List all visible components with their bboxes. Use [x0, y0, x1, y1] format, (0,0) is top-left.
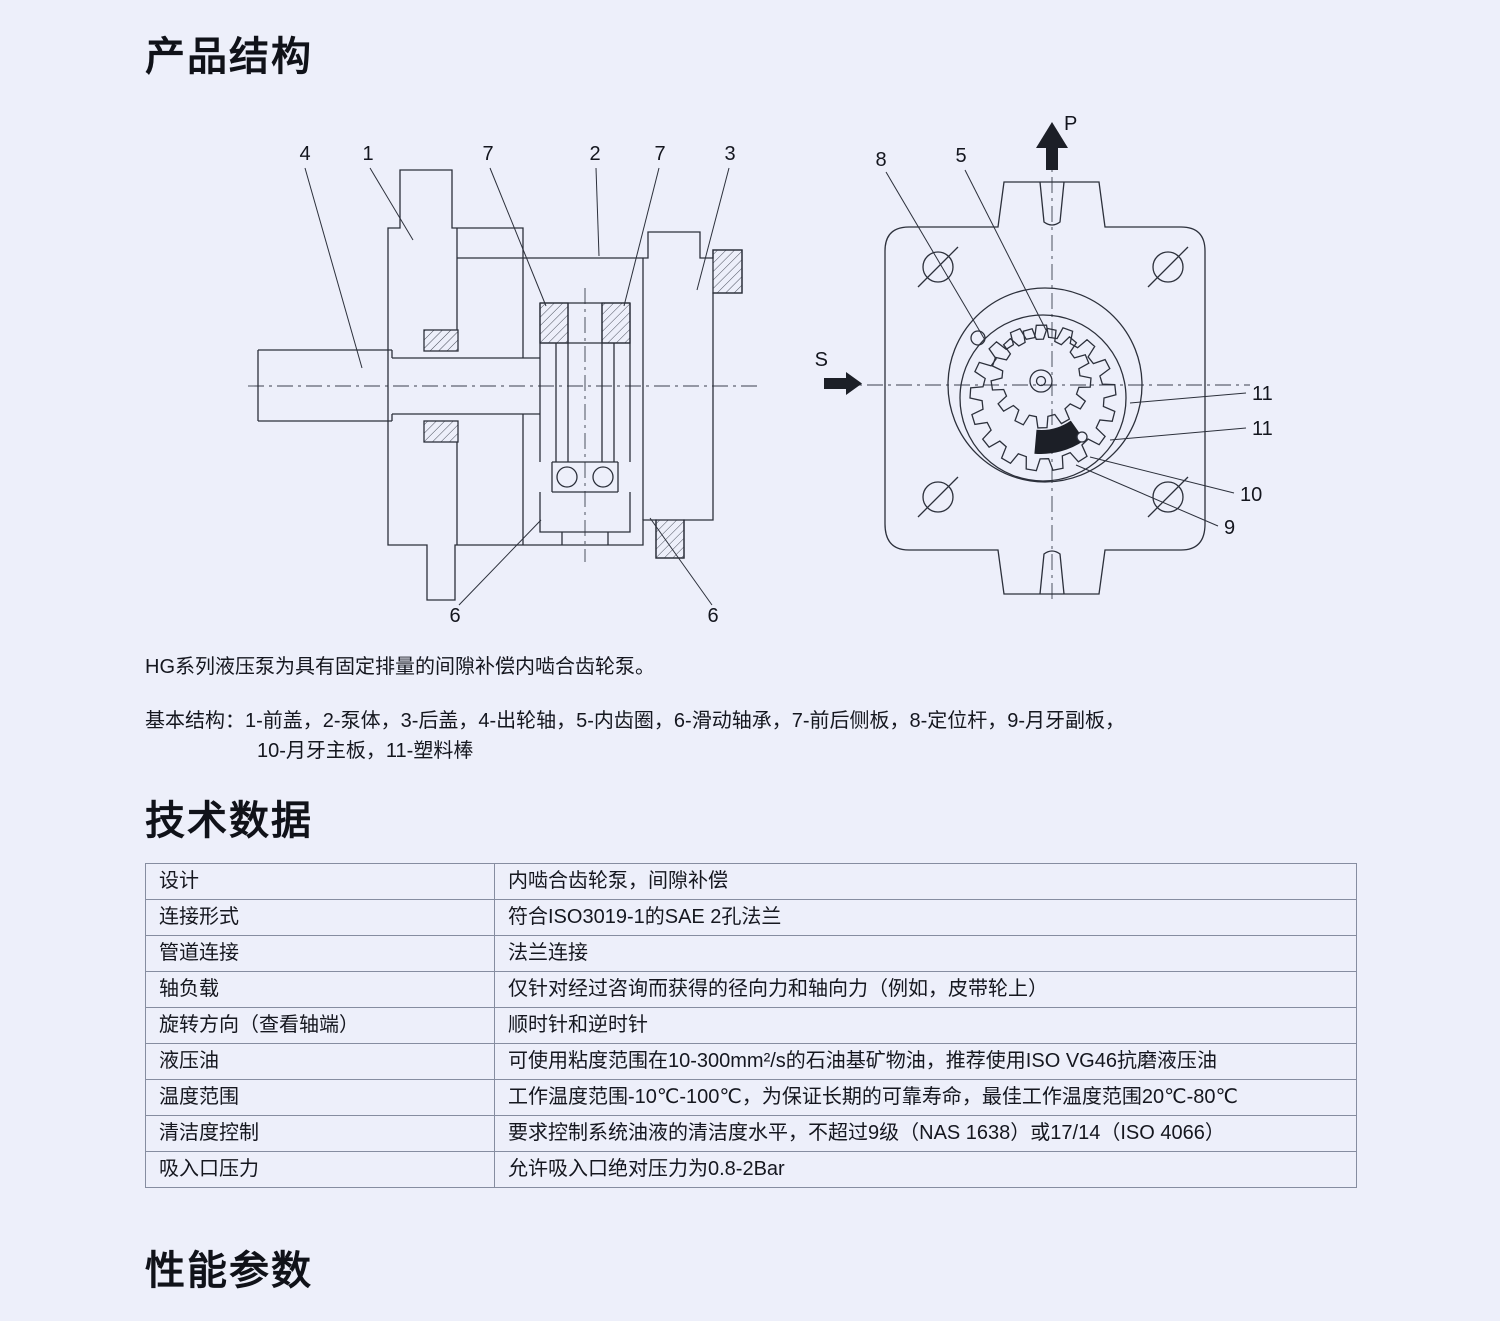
section-view-diagram: 4 1 7 2 7 3 6 6 [248, 143, 758, 627]
table-row: 管道连接 法兰连接 [145, 935, 1357, 972]
port-s-arrow [824, 372, 862, 395]
table-row: 设计 内啮合齿轮泵，间隙补偿 [145, 863, 1357, 900]
table-row: 轴负载 仅针对经过咨询而获得的径向力和轴向力（例如，皮带轮上） [145, 971, 1357, 1008]
callout-10: 10 [1240, 484, 1262, 506]
shaft-hub-inner [1035, 375, 1047, 387]
table-row: 清洁度控制 要求控制系统油液的清洁度水平，不超过9级（NAS 1638）或17/… [145, 1115, 1357, 1152]
callout-11-upper: 11 [1252, 383, 1273, 405]
callout-5: 5 [955, 145, 966, 167]
tech-data-table: 设计 内啮合齿轮泵，间隙补偿 连接形式 符合ISO3019-1的SAE 2孔法兰… [145, 863, 1357, 1188]
internal-ring-gear [969, 324, 1117, 472]
pump-body-outline [884, 181, 1206, 595]
table-row-value: 顺时针和逆时针 [494, 1007, 1357, 1044]
housing-outline [387, 169, 743, 601]
port-s-label: S [815, 349, 828, 371]
callout-1: 1 [362, 143, 373, 165]
table-row-label: 轴负载 [145, 971, 495, 1008]
table-row-value: 内啮合齿轮泵，间隙补偿 [494, 863, 1357, 900]
shaft-seal-top [423, 329, 459, 352]
shaft-hub-outer [1029, 369, 1053, 393]
front-view-leaders [885, 169, 1247, 527]
table-row: 吸入口压力 允许吸入口绝对压力为0.8-2Bar [145, 1151, 1357, 1188]
pump-technical-drawing: 4 1 7 2 7 3 6 6 [248, 113, 1273, 627]
table-row: 温度范围 工作温度范围-10℃-100℃，为保证长期的可靠寿命，最佳工作温度范围… [145, 1079, 1357, 1116]
table-row-value: 仅针对经过咨询而获得的径向力和轴向力（例如，皮带轮上） [494, 971, 1357, 1008]
callout-6-left: 6 [449, 605, 460, 627]
crescent-seal [1034, 420, 1085, 454]
shaft-seal-bottom [423, 420, 459, 443]
table-row-value: 可使用粘度范围在10-300mm²/s的石油基矿物油，推荐使用ISO VG46抗… [494, 1043, 1357, 1080]
ring-gear-outer [959, 314, 1127, 482]
rear-port [712, 249, 743, 294]
table-row-value: 要求控制系统油液的清洁度水平，不超过9级（NAS 1638）或17/14（ISO… [494, 1115, 1357, 1152]
callout-6-right: 6 [707, 605, 718, 627]
table-row-label: 旋转方向（查看轴端） [145, 1007, 495, 1044]
port-p-arrow [1036, 122, 1068, 170]
section-title-performance: 性能参数 [145, 1249, 313, 1293]
pinion-gear [990, 327, 1092, 429]
table-row-label: 连接形式 [145, 899, 495, 936]
housing-bore [947, 287, 1143, 483]
callout-3: 3 [724, 143, 735, 165]
basic-structure-line1: 基本结构：1-前盖，2-泵体，3-后盖，4-出轮轴，5-内齿圈，6-滑动轴承，7… [145, 710, 1126, 732]
table-row-value: 法兰连接 [494, 935, 1357, 972]
callout-2: 2 [589, 143, 600, 165]
basic-structure-line2: 10-月牙主板，11-塑料棒 [257, 740, 474, 762]
callout-4: 4 [299, 143, 310, 165]
table-row-label: 管道连接 [145, 935, 495, 972]
locating-pin [970, 330, 986, 346]
port-p-label: P [1064, 113, 1077, 135]
gear-and-side-plates [539, 302, 631, 462]
intro-text: HG系列液压泵为具有固定排量的间隙补偿内啮合齿轮泵。 [145, 656, 655, 678]
table-row-label: 设计 [145, 863, 495, 900]
front-view-diagram: P S 8 5 11 11 10 9 [815, 113, 1273, 604]
section-view-leaders [304, 167, 730, 606]
callout-7-right: 7 [654, 143, 665, 165]
table-row-label: 吸入口压力 [145, 1151, 495, 1188]
table-row: 液压油 可使用粘度范围在10-300mm²/s的石油基矿物油，推荐使用ISO V… [145, 1043, 1357, 1080]
section-title-technical-data: 技术数据 [145, 799, 313, 843]
table-row-value: 允许吸入口绝对压力为0.8-2Bar [494, 1151, 1357, 1188]
table-row: 连接形式 符合ISO3019-1的SAE 2孔法兰 [145, 899, 1357, 936]
callout-7-left: 7 [482, 143, 493, 165]
table-row-label: 液压油 [145, 1043, 495, 1080]
callout-9: 9 [1224, 517, 1235, 539]
bolt-holes [917, 246, 1189, 518]
callout-8: 8 [875, 149, 886, 171]
callout-11-lower: 11 [1252, 418, 1273, 440]
drive-shaft [257, 349, 540, 422]
bottom-port [655, 519, 685, 559]
table-row-value: 符合ISO3019-1的SAE 2孔法兰 [494, 899, 1357, 936]
table-row-label: 清洁度控制 [145, 1115, 495, 1152]
table-row-label: 温度范围 [145, 1079, 495, 1116]
housing-divisions [456, 228, 644, 545]
section-title-product-structure: 产品结构 [145, 35, 313, 79]
port-notches [1039, 181, 1065, 595]
sliding-bearing [539, 461, 631, 545]
table-row-value: 工作温度范围-10℃-100℃，为保证长期的可靠寿命，最佳工作温度范围20℃-8… [494, 1079, 1357, 1116]
plastic-rod [1076, 431, 1088, 443]
table-row: 旋转方向（查看轴端） 顺时针和逆时针 [145, 1007, 1357, 1044]
